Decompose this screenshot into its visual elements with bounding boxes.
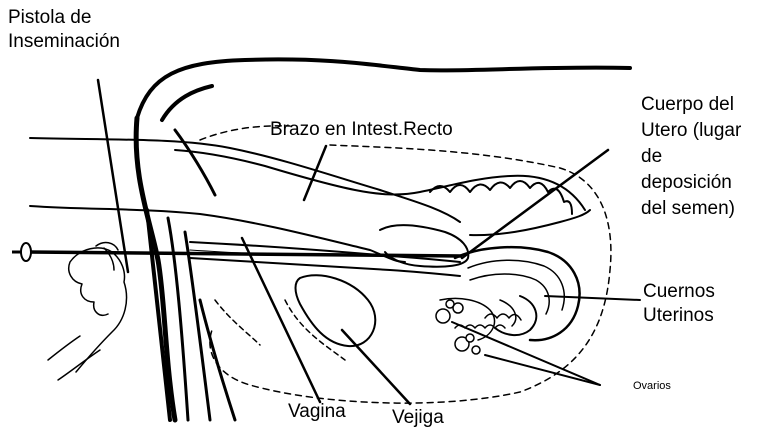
label-pistola-line-2: Inseminación [8,30,120,54]
uterine-horn-2 [500,300,516,326]
leader-cuerpo [462,150,608,258]
tail-outline-right [162,86,212,120]
operator-hand [69,248,127,372]
label-ovarios: Ovarios [633,380,671,393]
label-cuerpo-line-1: Cuerpo del [641,92,741,118]
label-cuernos-line-2: Uterinos [643,304,715,328]
label-cuerpo-line-5: del semen) [641,196,741,222]
label-cuernos: Cuernos Uterinos [643,280,715,328]
label-brazo: Brazo en Intest.Recto [270,118,453,142]
leader-vejiga [342,330,410,404]
tail-inner [175,130,215,195]
rectum-upper [175,150,585,210]
hand-fingers [96,243,118,270]
label-pistola-line-1: Pistola de [8,6,120,30]
label-cuerpo-line-4: deposición [641,170,741,196]
vagina-lower [190,258,460,276]
bladder-dashed-line [285,300,345,360]
uterus-inner-2 [470,274,549,314]
label-pistola: Pistola de Inseminación [8,6,120,54]
label-cuerpo-line-2: Utero (lugar [641,118,741,144]
label-cuerpo: Cuerpo del Utero (lugar de deposición de… [641,92,741,222]
label-vejiga: Vejiga [392,406,444,429]
label-vagina: Vagina [288,400,346,424]
leader-cuernos [545,296,640,300]
floor-dashed-line [215,300,260,345]
label-cuernos-line-1: Cuernos [643,280,715,304]
operator-wrist [48,336,100,380]
vulva-line-1 [147,210,170,420]
tail-outline-left [136,118,175,420]
bladder-outline [296,275,376,346]
insemination-pistol [12,243,462,261]
label-cuerpo-line-3: de [641,144,741,170]
cow-back-outline [137,59,630,118]
